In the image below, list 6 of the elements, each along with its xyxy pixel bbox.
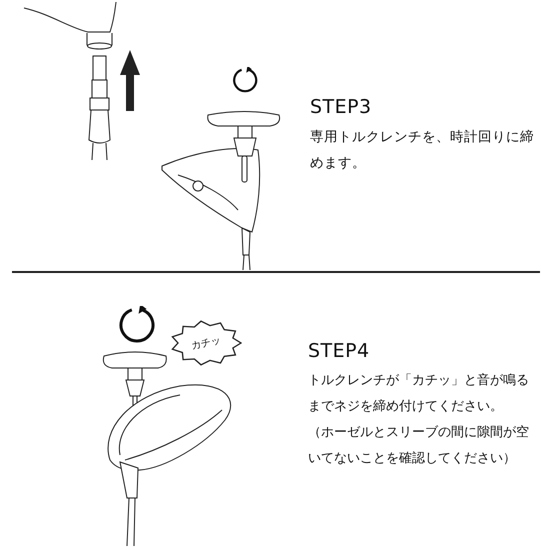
- instruction-text: トルクレンチが「カチッ」と音が鳴るまでネジを締め付けてください。: [308, 372, 530, 416]
- step-heading: STEP3: [310, 95, 373, 120]
- sound-effect-text: カチッ: [190, 334, 222, 354]
- step-heading: STEP4: [308, 339, 371, 364]
- instruction-text: 専用トルクレンチを、時計回りに締めます。: [310, 128, 535, 173]
- note-text: （ホーゼルとスリーブの間に隙間が空いてないことを確認してください）: [308, 424, 530, 468]
